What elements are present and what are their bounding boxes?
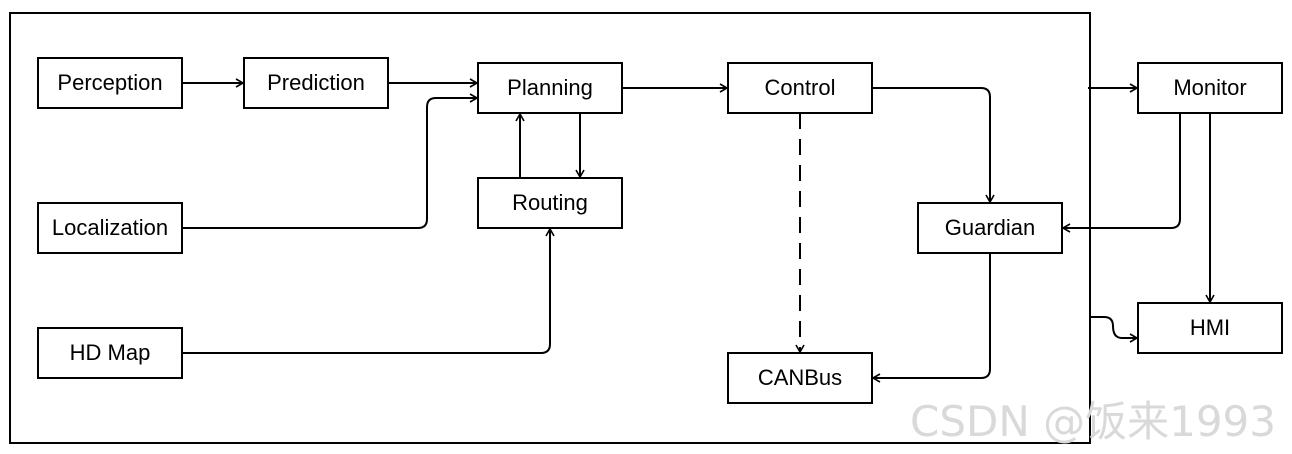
node-prediction-label: Prediction <box>267 70 365 95</box>
watermark-text: CSDN @饭来1993 <box>910 397 1276 446</box>
node-routing-label: Routing <box>512 190 588 215</box>
node-control: Control <box>727 62 873 114</box>
edge-localization-planning <box>182 93 479 229</box>
node-canbus-label: CANBus <box>758 365 842 390</box>
node-guardian-label: Guardian <box>945 215 1036 240</box>
node-hd-map: HD Map <box>37 327 183 379</box>
node-routing: Routing <box>477 177 623 229</box>
edge-monitor-guardian <box>1061 113 1181 233</box>
node-canbus: CANBus <box>727 352 873 404</box>
node-hd-map-label: HD Map <box>70 340 151 365</box>
edge-guardian-canbus <box>871 253 991 383</box>
node-guardian: Guardian <box>917 202 1063 254</box>
node-localization-label: Localization <box>52 215 168 240</box>
node-hmi: HMI <box>1137 302 1283 354</box>
node-hmi-label: HMI <box>1190 315 1230 340</box>
node-perception-label: Perception <box>57 70 162 95</box>
node-planning: Planning <box>477 62 623 114</box>
node-localization: Localization <box>37 202 183 254</box>
node-perception: Perception <box>37 57 183 109</box>
node-monitor: Monitor <box>1137 62 1283 114</box>
node-prediction: Prediction <box>243 57 389 109</box>
edge-control-guardian <box>872 87 995 204</box>
node-planning-label: Planning <box>507 75 593 100</box>
node-monitor-label: Monitor <box>1173 75 1246 100</box>
edge-hdmap-routing <box>182 227 555 354</box>
node-control-label: Control <box>765 75 836 100</box>
edge-boundary-hmi <box>1090 316 1139 343</box>
